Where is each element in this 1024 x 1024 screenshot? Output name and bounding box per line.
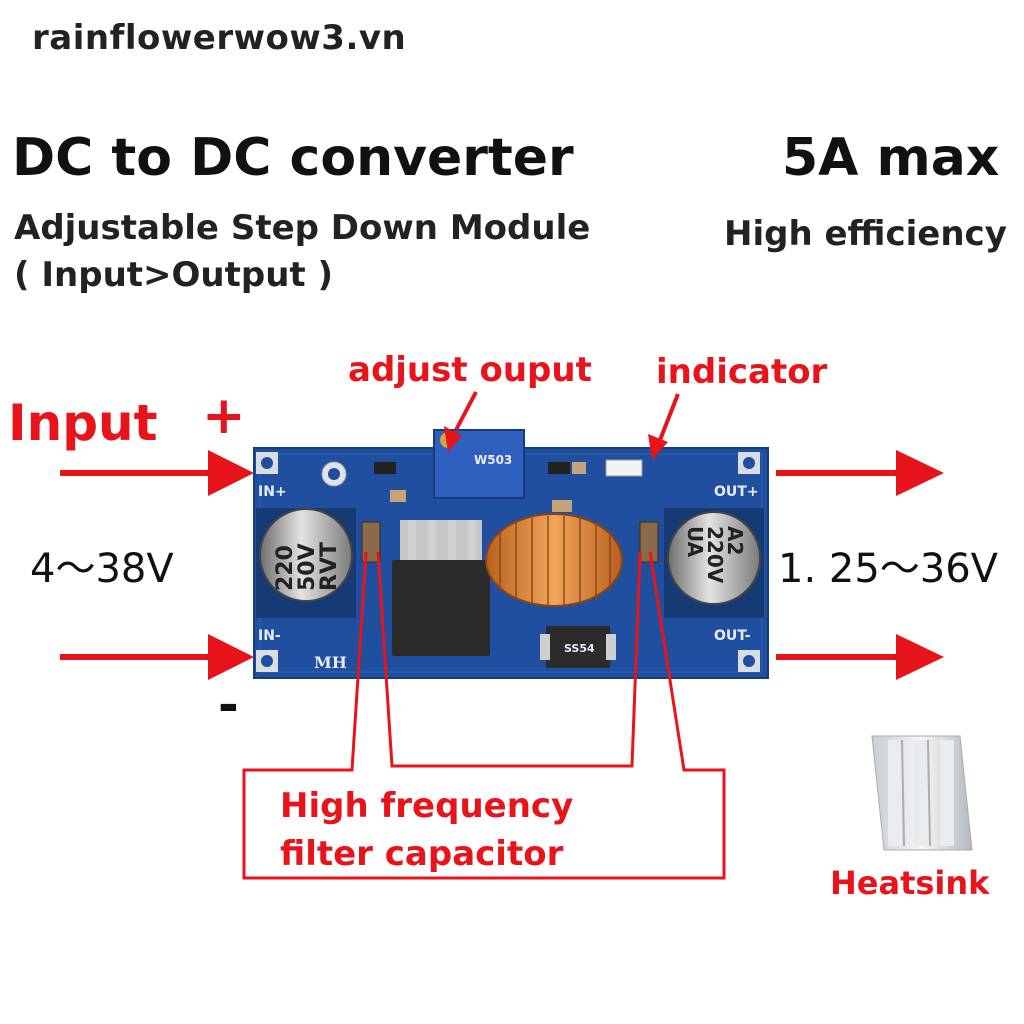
pin-in-plus-label: IN+ xyxy=(258,484,287,500)
arrow-heads xyxy=(208,450,944,680)
subtitle: Adjustable Step Down Module xyxy=(14,208,591,248)
pin-out-minus-label: OUT- xyxy=(714,628,751,644)
cap-left-line3: RVT xyxy=(317,542,342,591)
plus-sign: + xyxy=(202,386,246,446)
trimmer-label: W503 xyxy=(474,453,512,467)
page-title: DC to DC converter xyxy=(12,128,574,188)
cap-right-line1: A2 xyxy=(723,526,747,555)
input-label: Input xyxy=(8,394,158,452)
input-voltage-range: 4～38V xyxy=(30,546,174,592)
watermark: rainflowerwow3.vn xyxy=(32,18,407,58)
minus-sign: - xyxy=(218,676,239,734)
indicator-label: indicator xyxy=(656,352,828,392)
heatsink-icon xyxy=(871,735,973,851)
subtitle-note: ( Input>Output ) xyxy=(14,255,334,295)
callout-arrows xyxy=(444,391,680,460)
diode-label: SS54 xyxy=(564,642,595,655)
adjust-output-label: adjust ouput xyxy=(348,350,592,390)
heatsink-label: Heatsink xyxy=(830,864,990,902)
pcb-board: W503 SS54 220 50V xyxy=(253,429,769,679)
pin-out-plus-label: OUT+ xyxy=(714,484,759,500)
cap-right-line3: UA xyxy=(683,526,707,558)
cap-left-line2: 50V xyxy=(295,543,320,591)
filter-label-line2: filter capacitor xyxy=(280,834,564,874)
current-rating: 5A max xyxy=(782,128,1000,188)
filter-label-line1: High frequency xyxy=(280,786,574,826)
filter-capacitor-bracket xyxy=(242,551,726,880)
maker-mark: MH xyxy=(314,653,347,672)
cap-right-line2: 220V xyxy=(703,526,727,584)
cap-left-line1: 220 xyxy=(273,545,298,591)
efficiency-label: High efficiency xyxy=(724,214,1007,254)
output-voltage-range: 1. 25～36V xyxy=(778,546,999,592)
pin-in-minus-label: IN- xyxy=(258,628,281,644)
